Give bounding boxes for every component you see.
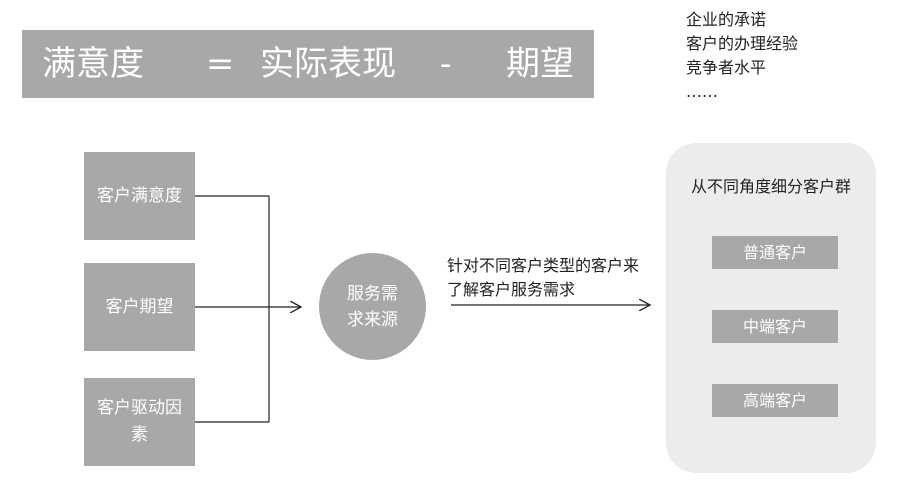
- formula-equals: =: [206, 44, 235, 84]
- formula-satisfaction: 满意度: [42, 44, 144, 84]
- arrow-label: 针对不同客户类型的客户来了解客户服务需求: [447, 256, 640, 299]
- factor-item: 企业的承诺: [686, 10, 767, 29]
- factor-item: ……: [686, 82, 718, 101]
- service-demand-source-node: 服务需求来源: [319, 253, 426, 360]
- expectation-factors-list: 企业的承诺 客户的办理经验 竞争者水平 ……: [686, 8, 798, 104]
- segment-high-end: 高端客户: [712, 384, 838, 417]
- input-customer-expectation: 客户期望: [84, 263, 195, 351]
- factor-item: 客户的办理经验: [686, 34, 799, 53]
- input-label: 客户满意度: [97, 185, 182, 206]
- formula-bar: 满意度 = 实际表现 - 期望: [22, 30, 594, 98]
- formula-minus: -: [440, 44, 452, 84]
- input-customer-drivers: 客户驱动因素: [84, 378, 195, 466]
- input-customer-satisfaction: 客户满意度: [84, 152, 195, 240]
- hub-label: 服务需求来源: [347, 283, 398, 330]
- input-label: 客户期望: [105, 296, 174, 317]
- segmentation-title: 从不同角度细分客户群: [690, 177, 851, 196]
- factor-item: 竞争者水平: [686, 58, 767, 77]
- segment-regular: 普通客户: [712, 236, 838, 269]
- segment-mid-end: 中端客户: [712, 310, 838, 343]
- segmentation-panel: 从不同角度细分客户群 普通客户 中端客户 高端客户: [666, 143, 876, 473]
- input-label: 客户驱动因素: [97, 398, 182, 445]
- formula-performance: 实际表现: [260, 44, 396, 84]
- formula-expectation: 期望: [506, 44, 574, 84]
